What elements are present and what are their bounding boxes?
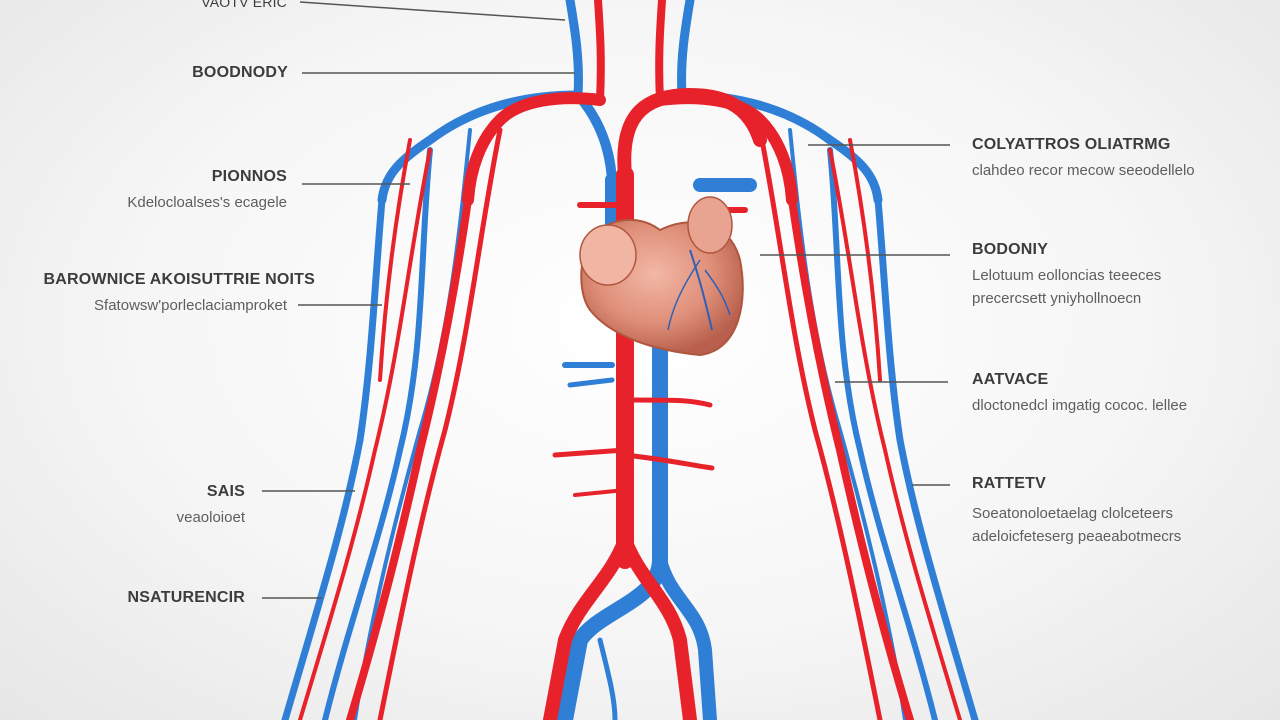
label-right-2-line-2: precercsett yniyhollnoecn [972,290,1142,307]
label-right-4-line-2: adeloicfeteserg peaeabotmecrs [972,528,1182,545]
label-left-2-title: BOODNODY [192,64,288,81]
label-left-5: SAIS veaoloioet [177,483,245,526]
label-left-1: VAOTV ERIC [201,0,287,10]
label-right-4: RATTETV Soeatonoloetaelag clolceteers ad… [972,475,1181,545]
label-right-3: AATVACE dloctonedcl imgatig cococ. lelle… [972,371,1187,414]
label-left-5-title: SAIS [206,483,245,500]
leader-lines [262,1,950,599]
label-right-3-title: AATVACE [972,371,1049,388]
label-right-2-title: BODONIY [972,241,1049,258]
label-left-4: BAROWNICE AKOISUTTRIE NOITS Sfatowsw'por… [44,271,315,314]
label-left-4-title: BAROWNICE AKOISUTTRIE NOITS [43,271,315,288]
label-right-2-line-1: Lelotuum eolloncias teeeces [972,267,1162,284]
label-right-1-line-1: clahdeo recor mecow seeodellelo [972,162,1195,179]
label-right-2: BODONIY Lelotuum eolloncias teeeces prec… [972,241,1161,307]
label-left-1-title: VAOTV ERIC [201,0,287,10]
label-left-2: BOODNODY [192,64,288,82]
heart [579,196,744,357]
label-left-3-subtitle: Kdelocloalses's ecagele [127,194,287,211]
label-left-5-subtitle: veaoloioet [176,509,245,526]
label-right-1: COLYATTROS OLIATRMG clahdeo recor mecow … [972,136,1195,179]
label-right-3-line-1: dloctonedcl imgatig cococ. lellee [972,397,1188,414]
arteries [298,0,962,720]
label-left-4-subtitle: Sfatowsw'porleclaciamproket [94,297,287,314]
label-right-1-title: COLYATTROS OLIATRMG [972,136,1171,153]
label-left-3: PIONNOS Kdelocloalses's ecagele [127,168,287,211]
label-right-4-line-1: Soeatonoloetaelag clolceteers [972,505,1173,522]
label-left-6-title: NSATURENCIR [127,589,245,606]
label-left-3-title: PIONNOS [211,168,287,185]
label-right-4-title: RATTETV [972,475,1046,492]
label-left-6: NSATURENCIR [128,589,245,607]
